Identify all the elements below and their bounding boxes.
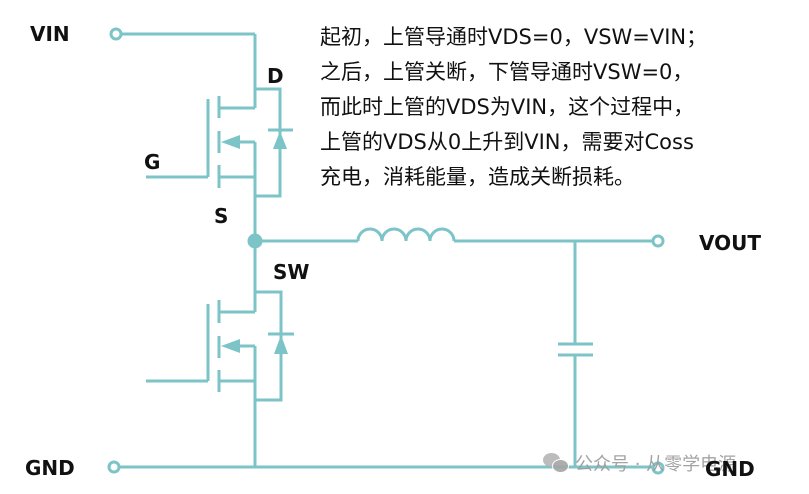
gnd-left-label: GND — [25, 456, 75, 480]
description-text: 起初，上管导通时VDS=0，VSW=VIN； 之后，上管关断，下管导通时VSW=… — [320, 20, 790, 195]
vout-label: VOUT — [699, 231, 762, 255]
source-label: S — [214, 204, 229, 228]
gnd-right-label: GND — [705, 457, 755, 481]
gnd-left-terminal — [107, 460, 121, 474]
drain-label: D — [267, 64, 284, 88]
gate-label: G — [144, 150, 161, 174]
watermark-text: 公众号 · 从零学电源 — [575, 454, 737, 475]
hs-arrow-icon — [221, 135, 240, 149]
low-side-mosfet — [146, 290, 294, 467]
wechat-icon — [543, 453, 569, 473]
vin-label: VIN — [30, 22, 70, 46]
high-side-mosfet — [146, 87, 293, 241]
hs-diode-arrow-icon — [273, 131, 287, 149]
ls-arrow-icon — [221, 339, 240, 353]
description-line: 充电，消耗能量，造成关断损耗。 — [320, 165, 635, 189]
vout-terminal — [651, 234, 665, 248]
description-line: 起初，上管导通时VDS=0，VSW=VIN； — [320, 25, 708, 49]
sw-label: SW — [273, 260, 310, 284]
description-line: 而此时上管的VDS为VIN，这个过程中， — [320, 95, 695, 119]
gnd-right-terminal — [651, 461, 665, 475]
ls-diode-arrow-icon — [274, 335, 288, 354]
watermark: 公众号 · 从零学电源 — [543, 450, 736, 476]
vin-terminal — [109, 27, 123, 41]
description-line: 上管的VDS从0上升到VIN，需要对Coss — [320, 130, 694, 154]
description-line: 之后，上管关断，下管导通时VSW=0， — [320, 60, 694, 84]
inductor — [356, 227, 456, 242]
